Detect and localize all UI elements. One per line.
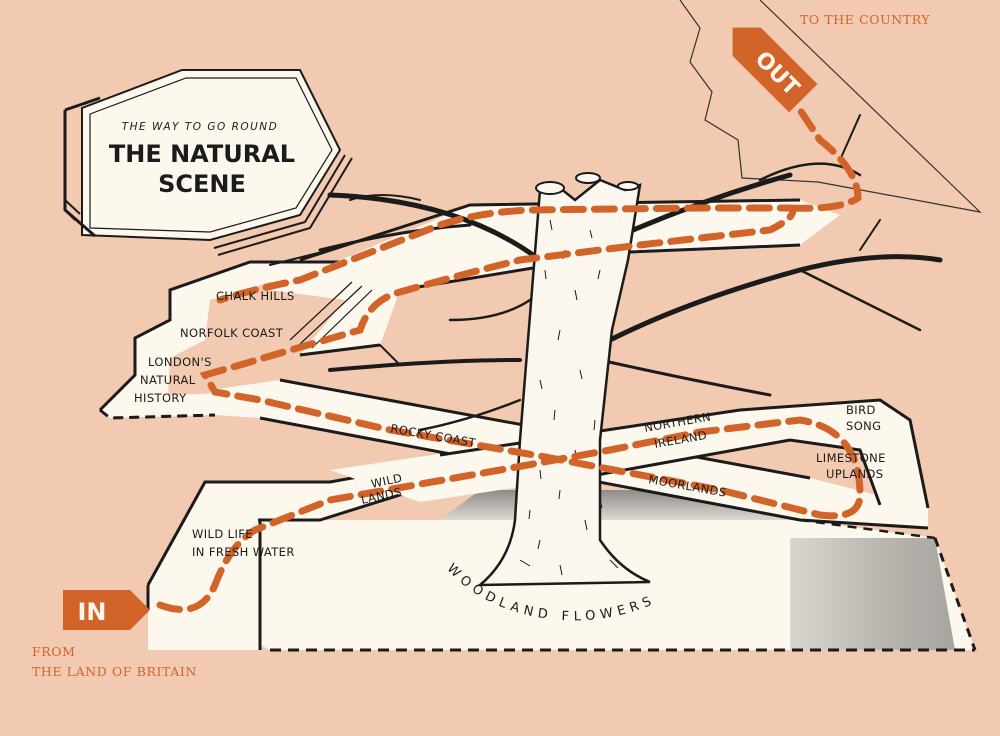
station-wild-life: WILD LIFE: [192, 527, 253, 541]
country-region: [679, 0, 982, 213]
title-line1: THE NATURAL: [109, 140, 295, 168]
title-line2: SCENE: [158, 170, 246, 198]
from-text: FROM: [32, 644, 76, 659]
title-small: THE WAY TO GO ROUND: [122, 121, 279, 133]
route-line: [156, 106, 864, 613]
station-uplands: UPLANDS: [826, 467, 883, 481]
station-norfolk-coast: NORFOLK COAST: [180, 326, 284, 340]
station-wild: WILD: [370, 471, 404, 491]
tree-illustration: [269, 114, 943, 587]
station-history: HISTORY: [134, 391, 187, 405]
in-label: IN: [77, 598, 106, 626]
station-bird: BIRD: [846, 403, 876, 417]
station-limestone: LIMESTONE: [816, 451, 886, 465]
path-moorlands: [330, 398, 930, 512]
title-badge: THE WAY TO GO ROUND THE NATURAL SCENE: [63, 69, 353, 256]
out-badge: OUT: [732, 27, 818, 113]
in-badge: IN: [63, 590, 150, 630]
to-country-text: TO THE COUNTRY: [800, 12, 930, 27]
station-song: SONG: [846, 419, 881, 433]
station-londons: LONDON'S: [148, 355, 212, 369]
station-chalk-hills: CHALK HILLS: [216, 289, 295, 303]
station-natural: NATURAL: [140, 373, 196, 387]
from-text-line2: THE LAND OF BRITAIN: [32, 664, 197, 679]
path-upper-left: [98, 260, 430, 420]
station-fresh-water: IN FRESH WATER: [192, 545, 295, 559]
